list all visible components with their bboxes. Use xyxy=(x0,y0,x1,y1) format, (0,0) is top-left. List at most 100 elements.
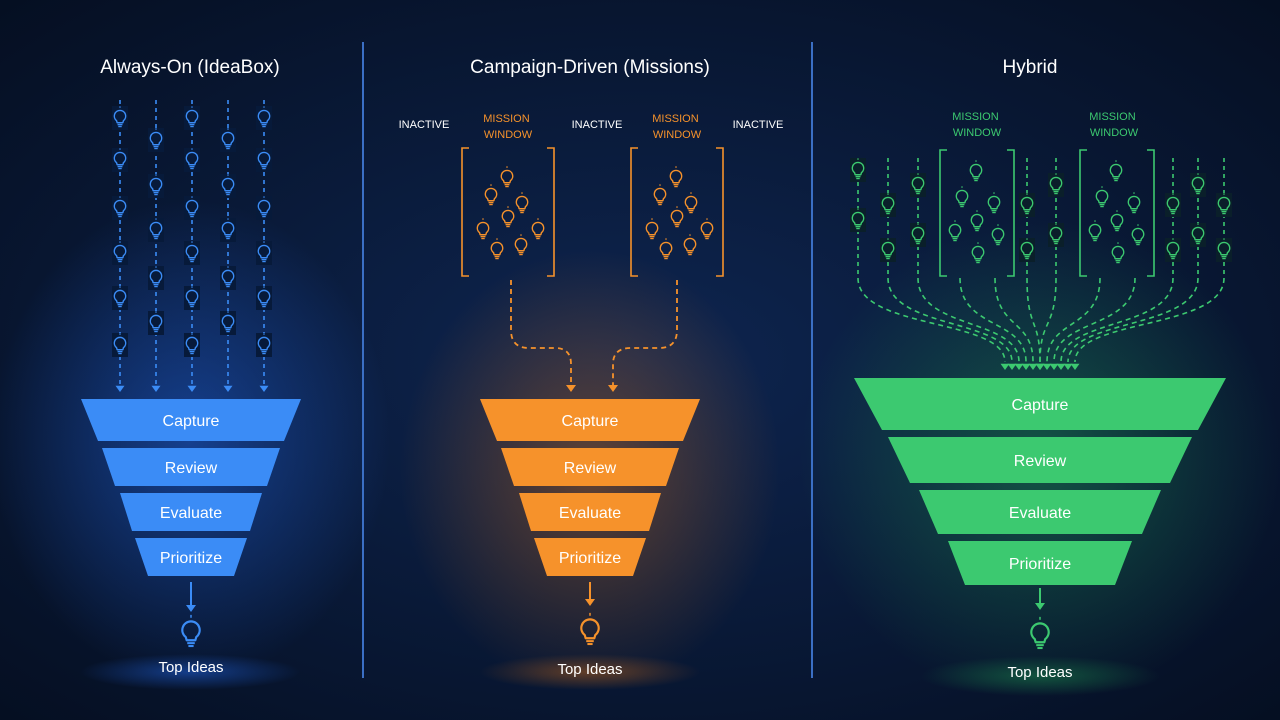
output-campaign: Top Ideas xyxy=(557,582,623,678)
flow-arrow xyxy=(1067,277,1199,363)
funnel-stage-label: Prioritize xyxy=(1009,556,1071,573)
panel-title-hybrid: Hybrid xyxy=(1003,57,1058,78)
idea-stream xyxy=(112,100,128,392)
funnel-stage xyxy=(534,538,646,576)
mission-window-text-2: WINDOW xyxy=(1090,127,1139,139)
funnel-stage xyxy=(888,437,1192,483)
arrow-head xyxy=(1056,363,1066,370)
arrow-head xyxy=(608,385,618,392)
flow-arrow xyxy=(1046,277,1101,363)
mission-windows xyxy=(461,147,724,392)
arrow-head xyxy=(1007,363,1017,370)
mission-window-label: MISSION WINDOW xyxy=(483,113,533,141)
arrow-head xyxy=(187,385,197,392)
idea-stream xyxy=(880,158,896,275)
idea-stream xyxy=(1019,158,1035,275)
window-bracket-right xyxy=(1147,149,1155,277)
funnel-stage-label: Capture xyxy=(163,413,220,430)
arrow-head xyxy=(151,385,161,392)
inactive-label: INACTIVE xyxy=(399,119,450,131)
idea-stream xyxy=(1165,158,1181,275)
window-bracket-left xyxy=(461,147,469,277)
funnel-stage-label: Review xyxy=(564,460,617,477)
arrow-head xyxy=(223,385,233,392)
idea-stream xyxy=(256,100,272,392)
output-label: Top Ideas xyxy=(557,661,622,678)
arrow-head xyxy=(1021,363,1031,370)
arrow-head xyxy=(1035,363,1045,370)
hybrid-streams xyxy=(850,149,1232,370)
funnel-stage-label: Prioritize xyxy=(559,550,621,567)
flow-arrow xyxy=(612,280,678,386)
arrow-head xyxy=(1035,603,1045,610)
funnel-stage xyxy=(519,493,661,531)
mission-window-text: MISSION xyxy=(652,113,699,125)
mission-window-text-2: WINDOW xyxy=(953,127,1002,139)
mission-window-label: MISSION WINDOW xyxy=(1089,111,1139,139)
window-bracket-left xyxy=(939,149,947,277)
window-bracket-left xyxy=(1079,149,1087,277)
idea-stream xyxy=(1048,158,1064,275)
idea-stream xyxy=(850,157,866,275)
arrow-head xyxy=(1070,363,1080,370)
mission-window-text-2: WINDOW xyxy=(653,129,702,141)
funnel-stage xyxy=(102,448,280,486)
orange-floor-glow xyxy=(480,654,700,690)
output-label: Top Ideas xyxy=(158,659,223,676)
funnel-stage xyxy=(854,378,1226,430)
arrow-head xyxy=(115,385,125,392)
output-label: Top Ideas xyxy=(1007,664,1072,681)
panel-title-campaign: Campaign-Driven (Missions) xyxy=(470,57,710,78)
mission-window xyxy=(630,147,724,277)
arrow-head xyxy=(1049,363,1059,370)
panel-always-on: Always-On (IdeaBox) CaptureReviewEvaluat… xyxy=(81,57,301,676)
mission-window xyxy=(461,147,555,277)
funnel-stage-label: Review xyxy=(1014,453,1067,470)
flow-arrow xyxy=(1026,277,1041,363)
idea-streams xyxy=(112,100,272,392)
arrow-head xyxy=(1028,363,1038,370)
arrow-head xyxy=(566,385,576,392)
arrow-head xyxy=(1000,363,1010,370)
flow-arrow xyxy=(510,280,572,386)
mission-window-text-2: WINDOW xyxy=(484,129,533,141)
idea-stream xyxy=(148,100,164,392)
mission-window xyxy=(939,149,1015,277)
funnel-stage-label: Evaluate xyxy=(559,505,621,522)
flow-arrow xyxy=(1039,277,1057,363)
funnel-stage-label: Evaluate xyxy=(160,505,222,522)
funnel-stage-label: Prioritize xyxy=(160,550,222,567)
idea-stream xyxy=(184,100,200,392)
funnel-stage-label: Evaluate xyxy=(1009,505,1071,522)
funnel-stage-label: Capture xyxy=(562,413,619,430)
flow-arrow xyxy=(917,277,1020,363)
mission-window-label: MISSION WINDOW xyxy=(652,113,702,141)
mission-window-text: MISSION xyxy=(483,113,530,125)
mission-window-text: MISSION xyxy=(1089,111,1136,123)
funnel-stage-label: Capture xyxy=(1012,397,1069,414)
green-floor-glow xyxy=(920,656,1160,696)
mission-window-text: MISSION xyxy=(952,111,999,123)
flow-arrow xyxy=(1060,277,1174,363)
output-always-on: Top Ideas xyxy=(158,582,224,676)
funnel-stage xyxy=(501,448,679,486)
inactive-label: INACTIVE xyxy=(733,119,784,131)
mission-window-label: MISSION WINDOW xyxy=(952,111,1002,139)
flow-arrow xyxy=(1053,277,1136,363)
flow-arrow xyxy=(857,277,1006,363)
window-bracket-right xyxy=(547,147,555,277)
funnel-stage xyxy=(919,490,1161,534)
idea-stream xyxy=(1216,158,1232,275)
inactive-label: INACTIVE xyxy=(572,119,623,131)
arrow-head xyxy=(186,605,196,612)
flow-arrow xyxy=(887,277,1013,363)
flow-arrow xyxy=(1074,277,1225,363)
window-bracket-right xyxy=(716,147,724,277)
arrow-head xyxy=(585,599,595,606)
arrow-head xyxy=(1063,363,1073,370)
funnel-stage xyxy=(480,399,700,441)
